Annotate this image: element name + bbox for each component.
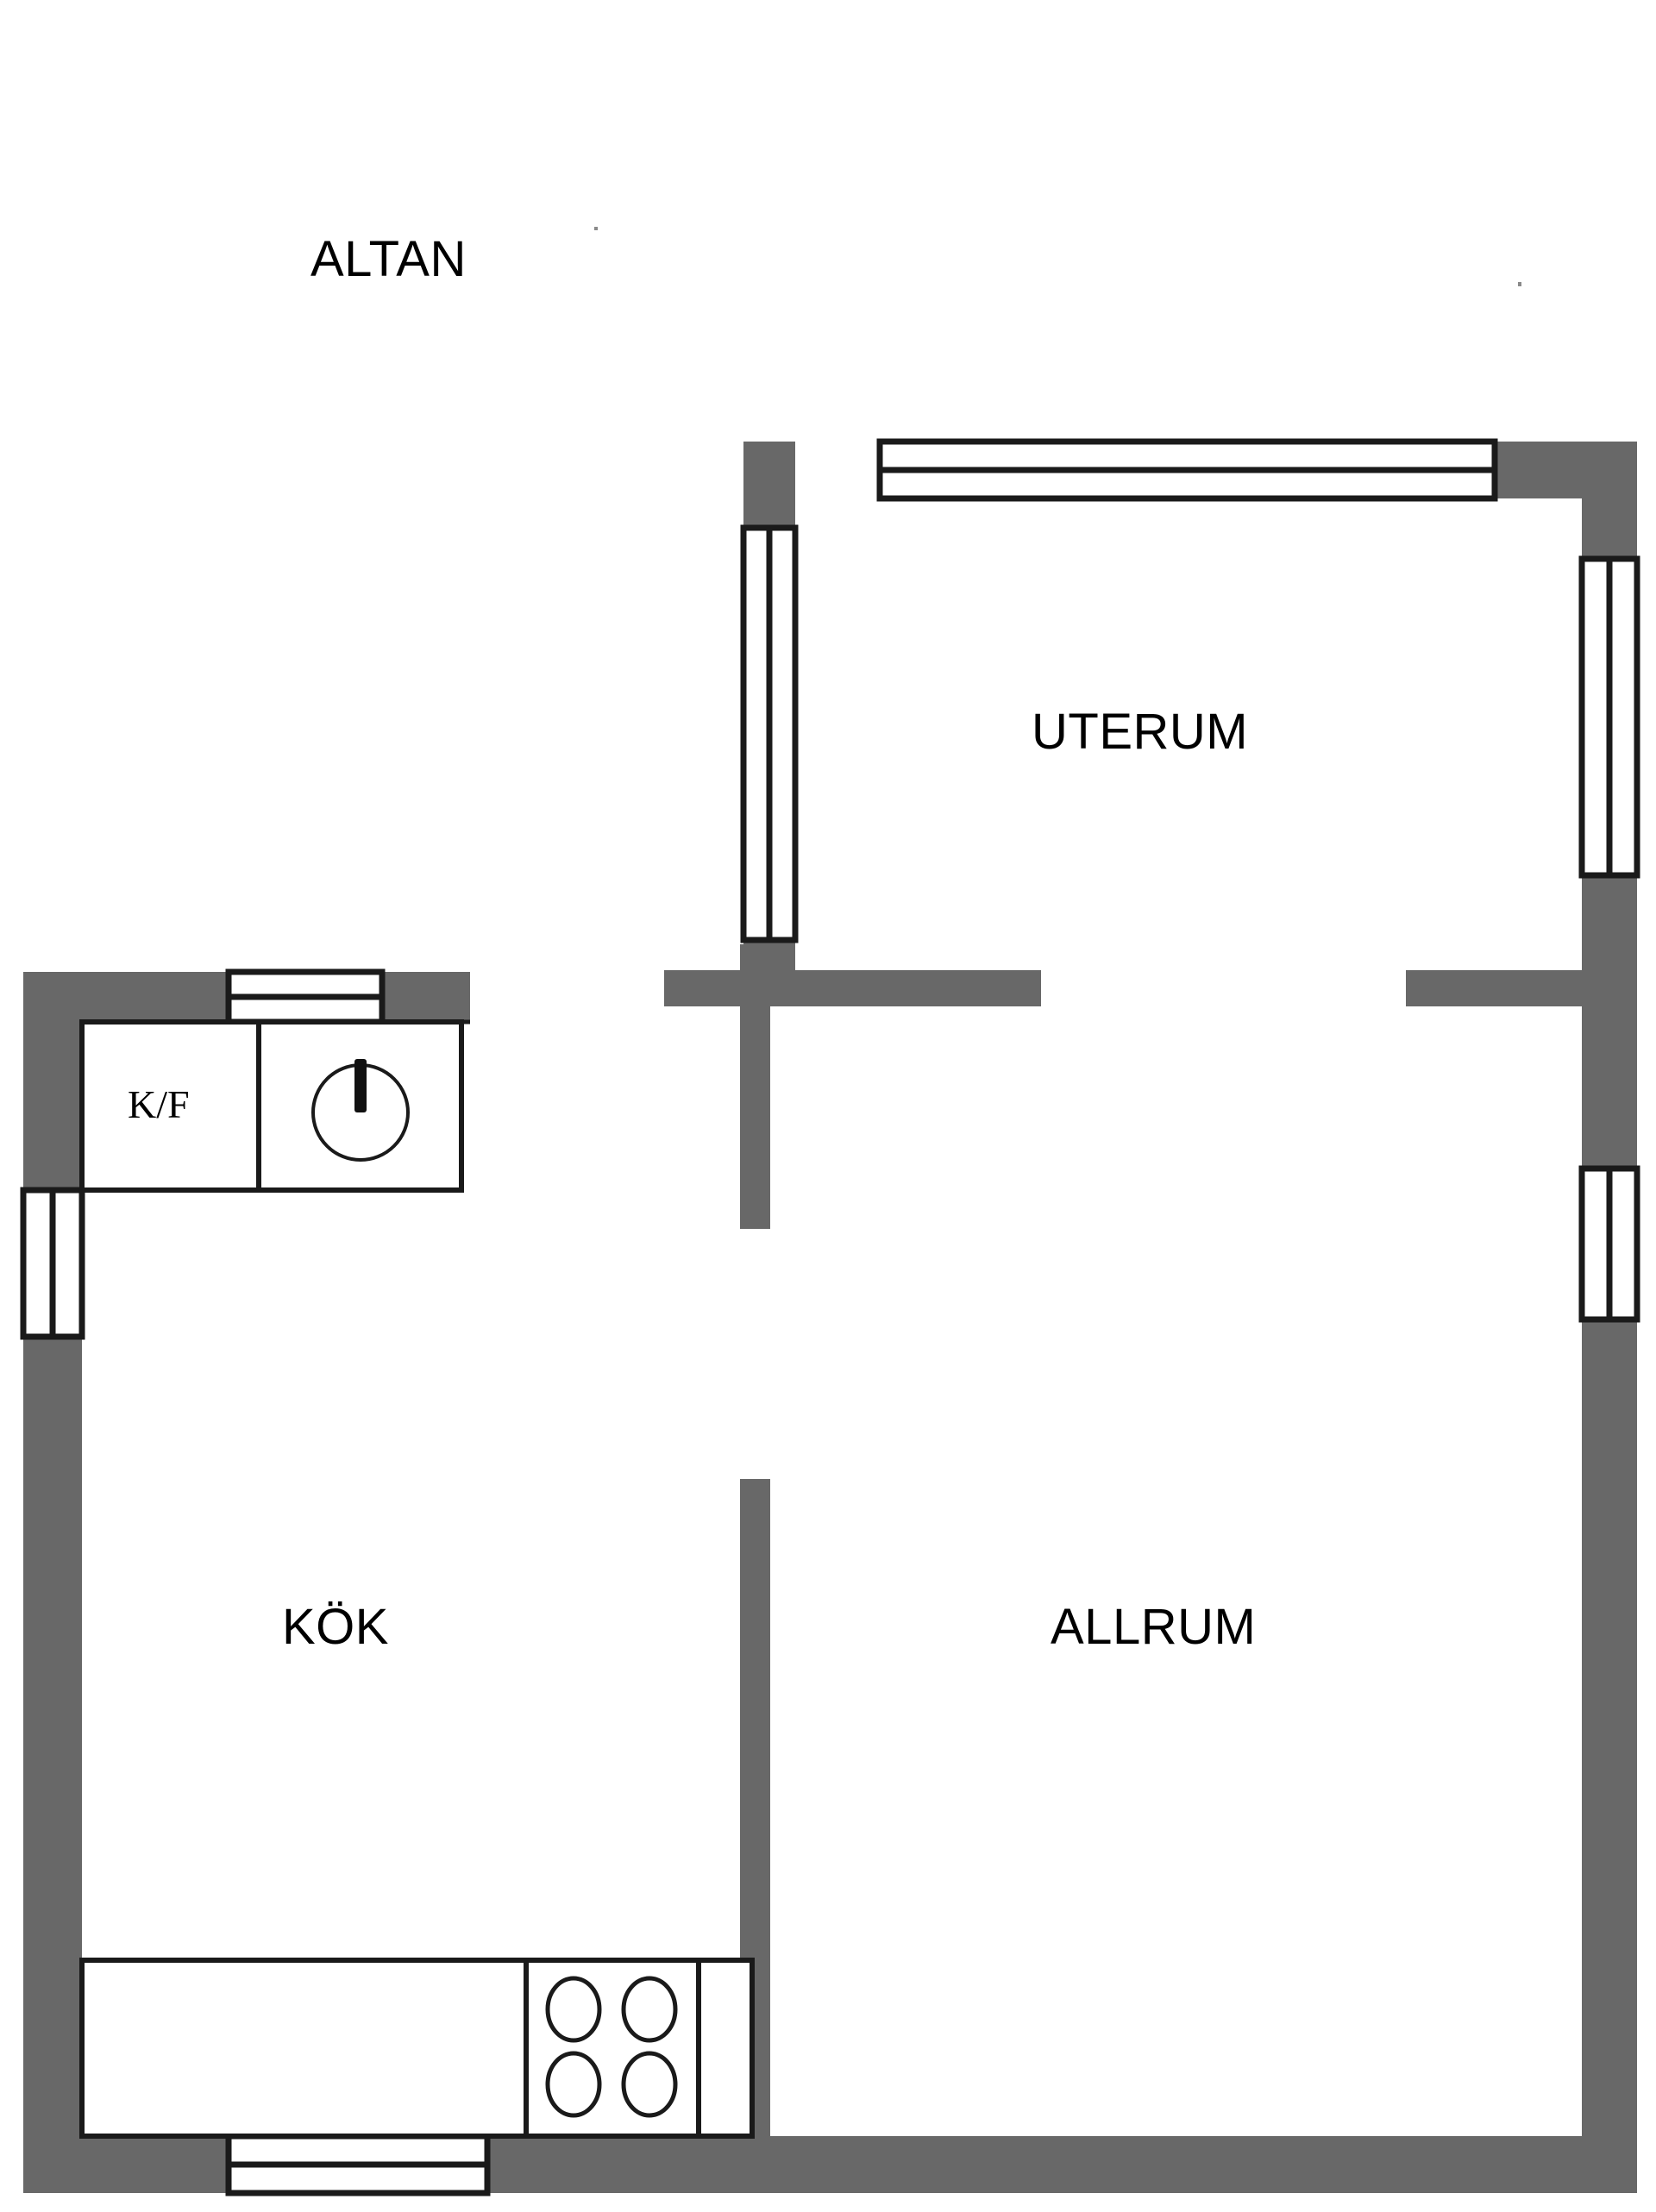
windows-group [20, 438, 1640, 2196]
room-label-kok: KÖK [282, 1599, 389, 1655]
wall-uterum-ne-corner [1582, 442, 1637, 559]
kitchen-fixtures-group [79, 1019, 755, 2139]
room-label-uterum: UTERUM [1032, 704, 1249, 760]
scan-speck-upper-left [594, 227, 598, 230]
sink-faucet-icon [354, 1059, 367, 1112]
fridge-freezer-box [79, 1019, 261, 1193]
stove-burner-top-right-icon [621, 1976, 678, 2043]
fixture-label-fridge-freezer: K/F [128, 1082, 190, 1126]
room-label-allrum: ALLRUM [1051, 1599, 1257, 1655]
wall-uterum-west-upper [743, 442, 795, 528]
window-kok-north-pane-2 [225, 993, 386, 1025]
stove-burner-top-left-icon [545, 1976, 602, 2043]
walls-group [23, 442, 1637, 2193]
window-allrum-east-pane-2 [1606, 1165, 1640, 1323]
room-label-altan: ALTAN [310, 231, 467, 287]
window-kok-west-pane-2 [49, 1187, 85, 1340]
wall-kok-west-lower [23, 1337, 82, 2193]
wall-kok-north-right [382, 972, 470, 1022]
kitchen-counter [79, 1958, 529, 2139]
wall-allrum-east-upper [1582, 970, 1637, 1169]
window-uterum-east-pane-2 [1606, 555, 1640, 879]
window-kok-south-pane-1 [225, 2133, 491, 2168]
wall-south-left [23, 2136, 229, 2193]
window-allrum-east-pane-1 [1578, 1165, 1613, 1323]
window-kok-north-pane-1 [225, 968, 386, 1000]
wall-uterum-east-lower [1582, 875, 1637, 973]
scan-speck-upper-right [1518, 282, 1521, 286]
wall-vertical-stub [740, 944, 770, 1229]
wall-uterum-north-right [1495, 442, 1582, 498]
stove-burner-bottom-right-icon [621, 2051, 678, 2118]
window-uterum-east-pane-1 [1578, 555, 1613, 879]
window-kok-west-pane-1 [20, 1187, 56, 1340]
window-uterum-north-pane-1 [876, 438, 1498, 473]
wall-south-right [487, 2136, 1637, 2193]
window-kok-south-pane-2 [225, 2161, 491, 2196]
counter-right-segment [696, 1958, 755, 2139]
wall-kok-west-upper [23, 972, 82, 1190]
window-uterum-west-pane-1 [740, 524, 773, 943]
stove-box [524, 1958, 701, 2139]
window-uterum-north-pane-2 [876, 467, 1498, 502]
wall-allrum-east-lower [1582, 1319, 1637, 2193]
stove-burner-bottom-left-icon [545, 2051, 602, 2118]
wall-middle-horizontal-left [664, 970, 1041, 1006]
window-uterum-west-pane-2 [766, 524, 799, 943]
